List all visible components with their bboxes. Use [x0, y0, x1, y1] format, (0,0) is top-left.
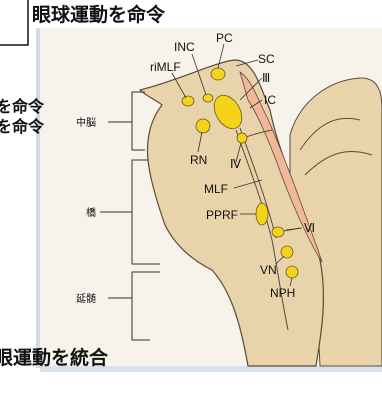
region-label-midbrain: 中脳 — [76, 116, 96, 129]
label-IV: Ⅳ — [230, 157, 241, 171]
label-NPH: NPH — [270, 286, 295, 300]
nucleus-VN — [281, 246, 293, 258]
label-VN: VN — [260, 263, 277, 277]
page-edge — [36, 28, 40, 368]
label-IC: IC — [264, 93, 276, 107]
label-INC: INC — [174, 40, 195, 54]
nucleus-VI — [272, 227, 284, 237]
label-MLF: MLF — [204, 182, 228, 196]
label-VI: Ⅵ — [304, 221, 315, 235]
nucleus-PPRF — [256, 203, 268, 225]
region-label-pons: 橋 — [86, 206, 96, 219]
bottom-caption: 眼運動を統合 — [0, 343, 108, 370]
label-III: Ⅲ — [262, 71, 270, 85]
nucleus-INC — [203, 94, 213, 102]
label-riMLF: riMLF — [150, 60, 181, 74]
nucleus-riMLF — [182, 96, 194, 106]
title-text: 眼球運動を命令 — [32, 0, 165, 27]
label-SC: SC — [258, 52, 275, 66]
nucleus-PC — [211, 68, 225, 80]
label-PC: PC — [216, 31, 233, 45]
left-fragment-2: を命令 — [0, 113, 44, 137]
label-RN: RN — [190, 153, 207, 167]
label-PPRF: PPRF — [206, 208, 238, 222]
nucleus-IV — [237, 133, 247, 143]
nucleus-NPH — [286, 266, 298, 278]
region-label-medulla: 延髄 — [76, 292, 96, 305]
nucleus-RN — [196, 119, 210, 133]
title-bracket — [0, 0, 28, 45]
